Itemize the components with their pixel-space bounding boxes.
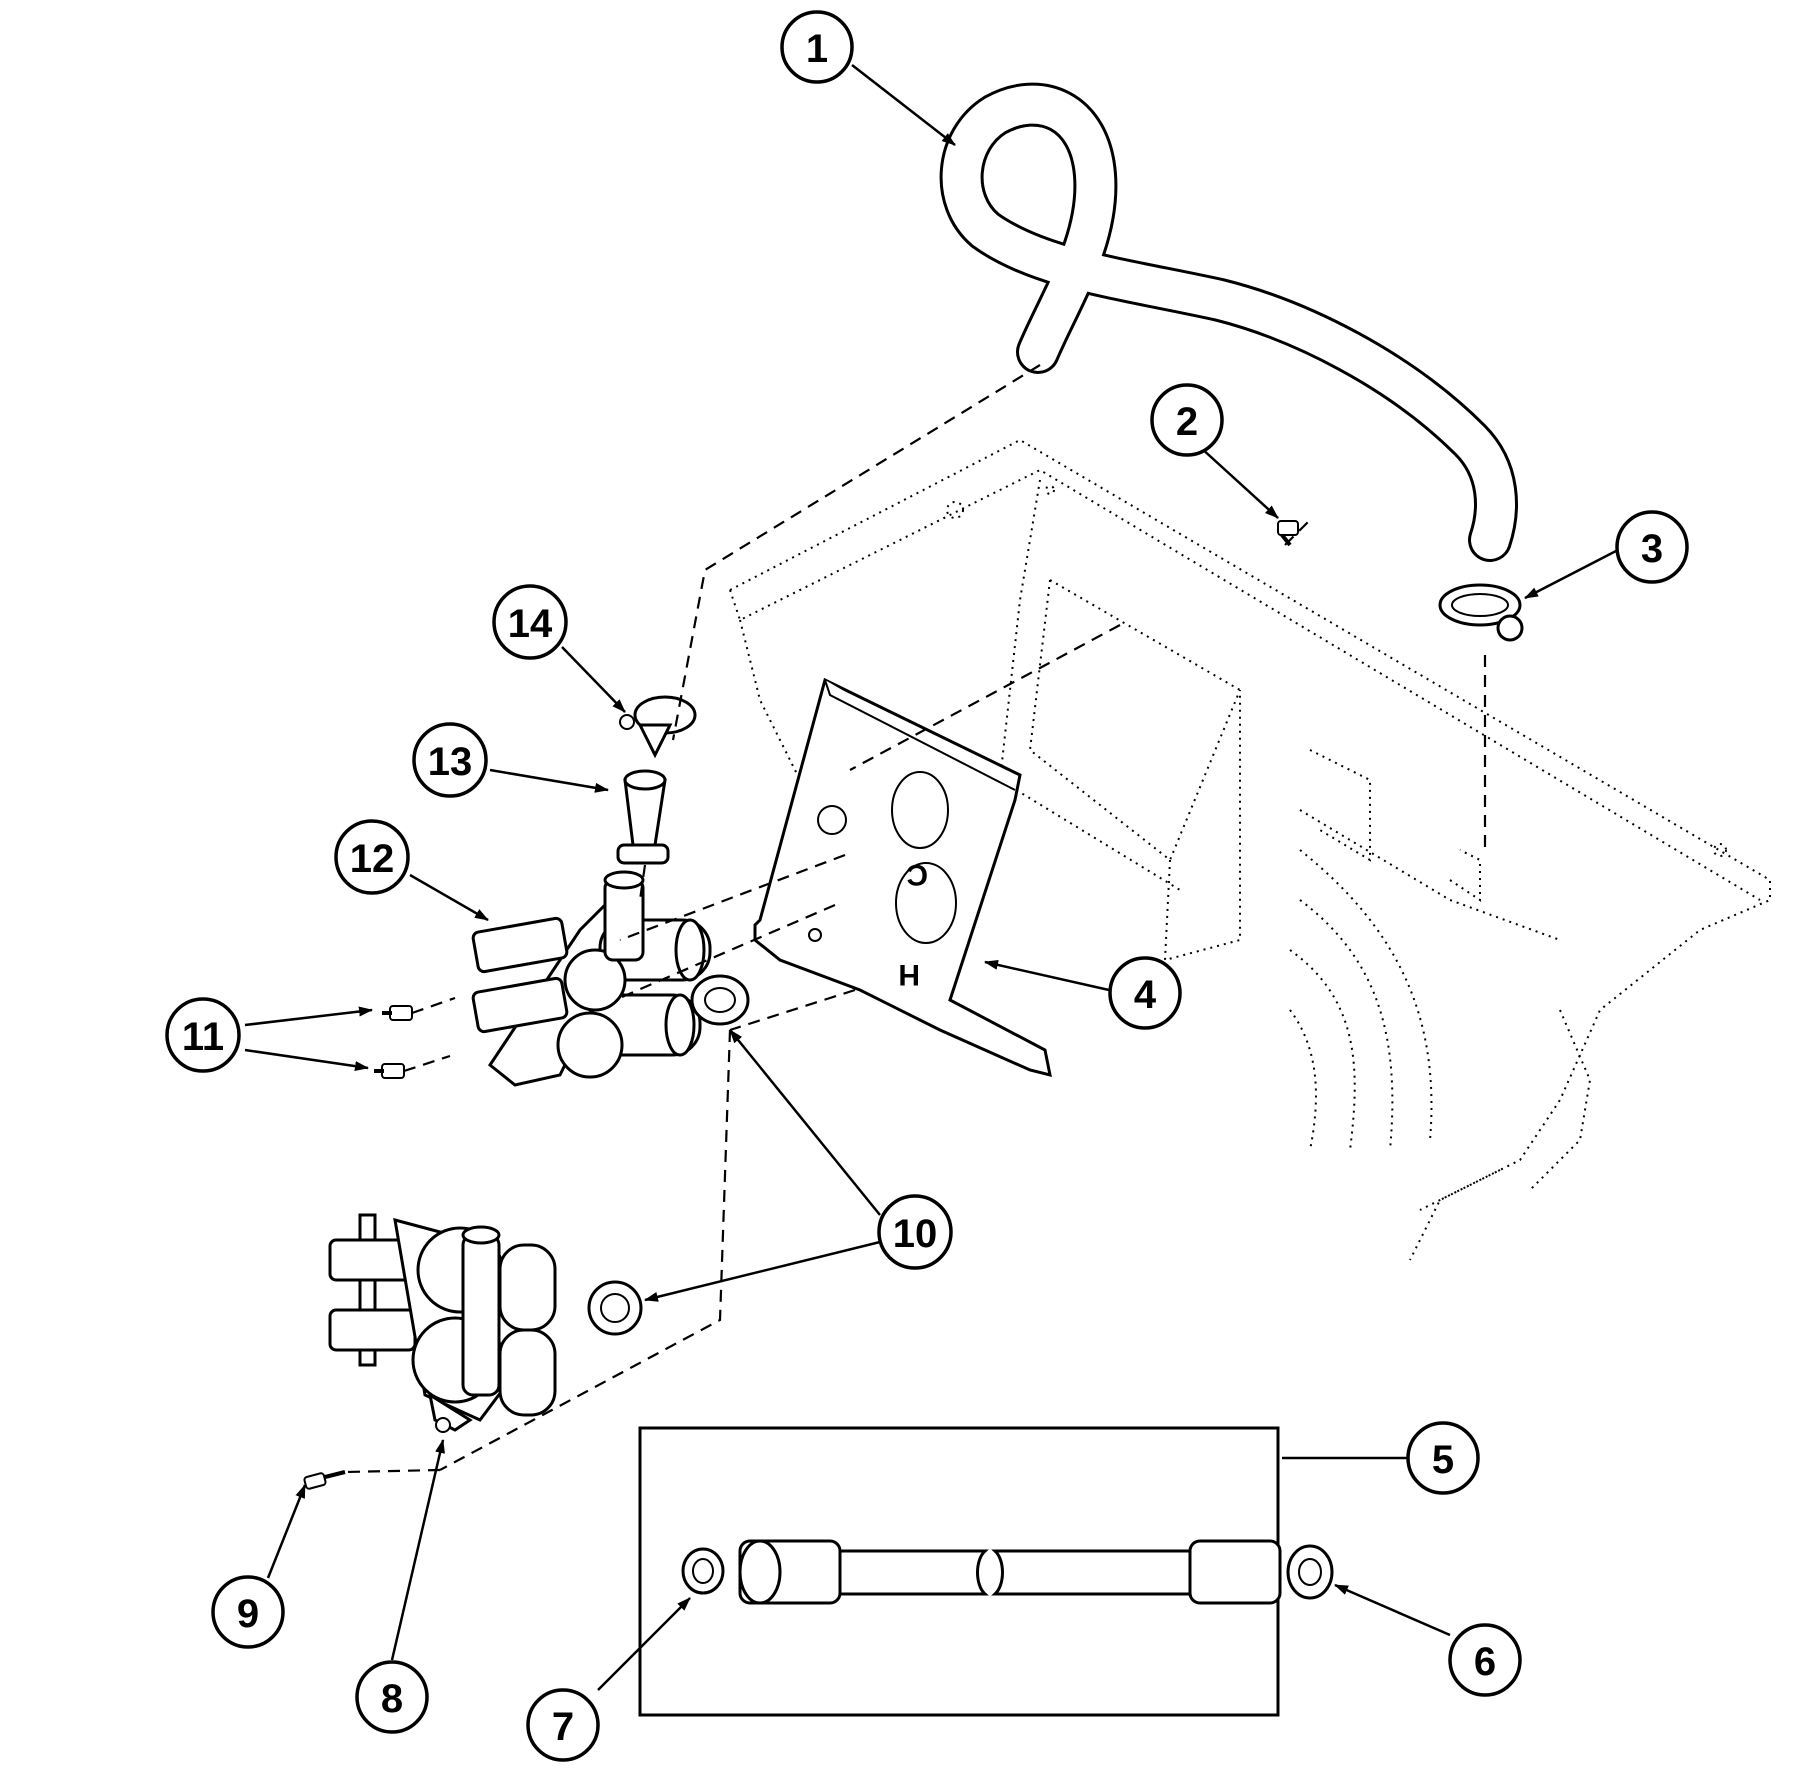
small-clamp bbox=[619, 695, 697, 759]
callout-label: 4 bbox=[1134, 973, 1157, 1017]
valve-screw-upper bbox=[382, 1005, 413, 1021]
callout-9: 9 bbox=[211, 1575, 285, 1649]
callout-3: 3 bbox=[1615, 510, 1689, 584]
callout-12: 12 bbox=[334, 819, 410, 895]
callout-6: 6 bbox=[1448, 1623, 1522, 1697]
flow-insert bbox=[616, 769, 670, 865]
callout-label: 12 bbox=[350, 837, 395, 881]
callout-2: 2 bbox=[1150, 383, 1224, 457]
callout-label: 8 bbox=[381, 1677, 403, 1721]
callout-5: 5 bbox=[1406, 1421, 1480, 1495]
callout-8: 8 bbox=[355, 1660, 429, 1734]
valve-mounting-screw bbox=[303, 1470, 346, 1490]
callout-label: 10 bbox=[893, 1212, 938, 1256]
callout-7: 7 bbox=[526, 1688, 600, 1762]
hose-clamp bbox=[1438, 583, 1524, 642]
valve-screw-lower bbox=[374, 1063, 405, 1079]
bracket-mark-hot: H bbox=[898, 958, 920, 991]
assembly-lines bbox=[344, 364, 1487, 1474]
callout-label: 13 bbox=[428, 740, 473, 784]
hose-segment-right bbox=[991, 1549, 1192, 1596]
hose-coupling-right bbox=[1188, 1539, 1282, 1605]
hose-segment-left bbox=[838, 1549, 989, 1596]
callout-label: 11 bbox=[182, 1015, 224, 1059]
callout-13: 13 bbox=[412, 722, 488, 798]
inlet-screen-lower bbox=[587, 1280, 643, 1336]
callout-label: 1 bbox=[806, 27, 828, 71]
callout-4: 4 bbox=[1108, 956, 1182, 1030]
callout-label: 3 bbox=[1641, 527, 1663, 571]
callout-label: 6 bbox=[1474, 1640, 1496, 1684]
callout-14: 14 bbox=[492, 584, 568, 660]
callout-label: 9 bbox=[237, 1592, 259, 1636]
valve-bracket: C H bbox=[753, 677, 1052, 1078]
fill-hose bbox=[939, 82, 1518, 562]
screw bbox=[1277, 520, 1299, 547]
leader-lines bbox=[244, 64, 1617, 1691]
water-valve bbox=[471, 870, 712, 1087]
callout-label: 14 bbox=[508, 602, 553, 646]
bracket-mark-cold: C bbox=[906, 858, 928, 891]
callout-10: 10 bbox=[877, 1194, 953, 1270]
callout-1: 1 bbox=[780, 10, 854, 84]
inlet-screen-upper bbox=[690, 974, 750, 1026]
cabinet-outline bbox=[729, 438, 1771, 1261]
callout-label: 7 bbox=[552, 1705, 574, 1749]
callout-label: 2 bbox=[1176, 400, 1198, 444]
callout-label: 5 bbox=[1432, 1438, 1454, 1482]
inlet-hose-kit bbox=[638, 1426, 1334, 1717]
water-valve-alternate bbox=[328, 1213, 557, 1433]
callout-11: 11 bbox=[165, 997, 241, 1073]
